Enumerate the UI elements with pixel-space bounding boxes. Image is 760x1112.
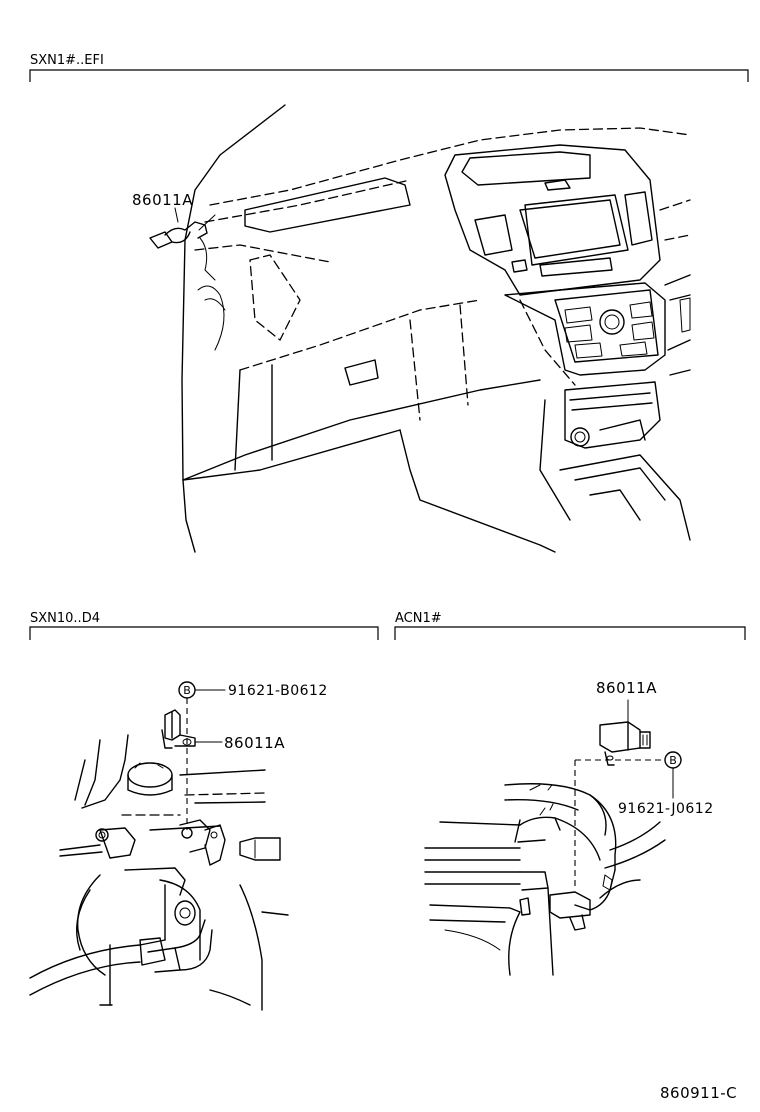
sensor-86011a-right: 86011A	[596, 679, 657, 766]
section-bottom-left: SXN10..D4 B 91621-B0612 86011A	[29, 611, 379, 1011]
diagram-code: 860911-C	[660, 1084, 737, 1102]
bolt-part-label-left: 91621-B0612	[228, 683, 328, 699]
section-bottom-right: ACN1# 86011A B 91621-J0612	[394, 611, 746, 976]
bolt-callout-left: B 91621-B0612	[178, 681, 328, 830]
sensor-86011a-top: 86011A	[132, 191, 216, 281]
section-frame-top	[29, 69, 749, 82]
engine-illustration-right	[424, 783, 666, 976]
section-top: SXN1#..EFI	[29, 53, 749, 553]
section-frame-bottom-right	[394, 626, 746, 640]
bolt-callout-right: B 91621-J0612	[574, 751, 714, 890]
section-label-bottom-right: ACN1#	[395, 611, 442, 626]
section-frame-bottom-left	[29, 626, 379, 640]
part-label-86011a-top: 86011A	[132, 191, 193, 209]
dashboard-illustration	[181, 104, 691, 553]
part-label-86011a-right: 86011A	[596, 679, 657, 697]
engine-illustration-left	[29, 734, 289, 1011]
section-label-top: SXN1#..EFI	[30, 53, 104, 68]
bolt-part-label-right: 91621-J0612	[618, 801, 714, 817]
part-label-86011a-left: 86011A	[224, 734, 285, 752]
bolt-badge-right: B	[669, 754, 677, 767]
sensor-86011a-left: 86011A	[161, 709, 285, 752]
section-label-bottom-left: SXN10..D4	[30, 611, 100, 626]
bolt-badge-left: B	[183, 684, 191, 697]
